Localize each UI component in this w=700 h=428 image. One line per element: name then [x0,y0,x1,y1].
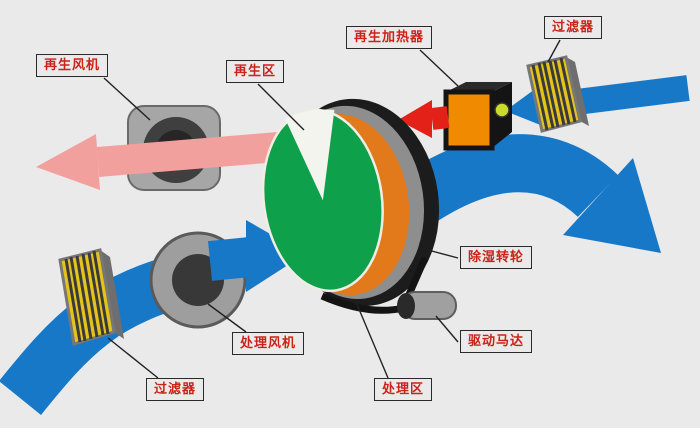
hot-air-arrowhead [398,100,432,138]
process-air-duct-band [208,237,252,281]
filter-top-element [526,55,589,133]
heater-indicator-light [494,102,510,118]
process-air-outlet-arrowhead [563,158,661,253]
moist-air-exhaust-arrow [36,131,292,190]
leader-drive-motor [435,315,459,343]
leader-dehum-wheel [427,249,459,259]
leader-filter-bottom [107,337,159,379]
leader-filter-top [547,39,561,63]
leader-process-zone [355,301,389,379]
leader-regen-zone [257,83,305,131]
filter-top-pleats [531,57,577,131]
drive-belt-lower [320,292,405,314]
filter-bottom-pleats [64,250,110,343]
filter-top-side-face [566,57,589,126]
regen-sector-wedge [285,109,335,201]
leader-regen-heater [419,49,459,87]
hot-air-band [430,106,450,130]
drive-motor-pulley [397,293,415,319]
label-process-fan: 处理风机 [232,332,305,355]
label-dehum-wheel: 除湿转轮 [460,246,533,269]
process-air-duct-arrow [208,220,305,292]
moist-air-band [96,131,292,177]
heater-front-face [443,89,495,151]
hot-air-arrow [398,100,450,138]
label-regen-heater: 再生加热器 [346,26,433,49]
desiccant-wheel [261,98,440,307]
label-filter-top: 过滤器 [544,16,603,39]
leader-regen-fan [103,77,151,121]
label-regen-zone: 再生区 [226,60,285,83]
label-regen-fan: 再生风机 [36,54,109,77]
moist-air-arrowhead [36,134,100,190]
label-drive-motor: 驱动马达 [460,330,533,353]
filter-bottom-side-face [100,250,124,339]
process-air-duct-arrowhead [246,220,305,292]
label-process-zone: 处理区 [374,378,433,401]
leader-process-fan [207,303,247,333]
drive-assembly [320,256,457,320]
regen-heater-unit [443,82,512,151]
leader-lines [103,39,561,379]
filter-bottom-element [58,248,124,346]
label-filter-bottom: 过滤器 [146,378,205,401]
